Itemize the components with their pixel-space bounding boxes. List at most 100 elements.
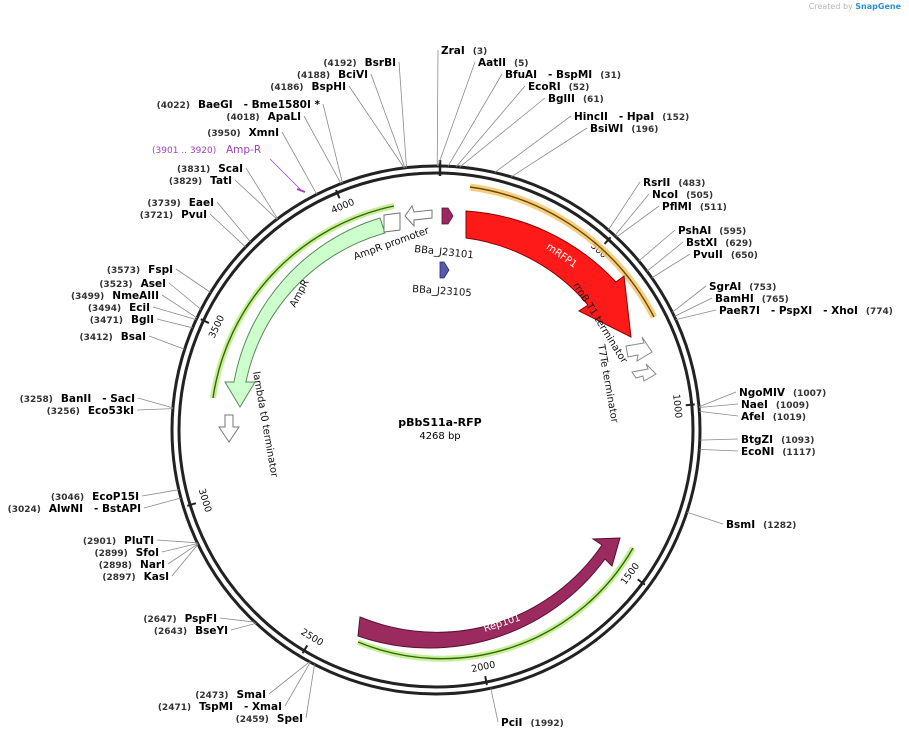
site-label-asei: AseI — [141, 278, 166, 290]
site-pvui[interactable]: (3721)PvuI — [140, 209, 207, 221]
site-baegi[interactable]: (4022)BaeGI - Bme1580I * — [157, 99, 321, 111]
site-hincii[interactable]: HincII - HpaI(152) — [574, 111, 689, 123]
site-bsphi[interactable]: (4186)BspHI — [270, 81, 346, 93]
site-pos-tspmi: (2471) — [158, 703, 191, 713]
site-name-spei: (2459)SpeI — [236, 713, 303, 725]
site-name-ecii: (3494)EciI — [88, 302, 150, 314]
leader-banii — [137, 397, 174, 409]
site-ngomiv[interactable]: NgoMIV(1007) — [739, 387, 826, 399]
tick-label-2000: 2000 — [470, 660, 496, 676]
site-asei[interactable]: (3523)AseI — [99, 278, 166, 290]
site-ecop15i[interactable]: (3046)EcoP15I — [51, 491, 139, 503]
site-bgli[interactable]: (3471)BglI — [90, 314, 154, 326]
site-ncoi[interactable]: NcoI(505) — [652, 189, 713, 201]
feature-bba-j23105[interactable]: BBa_J23105 — [412, 261, 472, 299]
leader-pluti — [156, 539, 198, 544]
site-pspfi[interactable]: (2647)PspFI — [143, 613, 217, 625]
site-scai[interactable]: (3831)ScaI — [177, 163, 243, 175]
site-sfoi[interactable]: (2899)SfoI — [94, 547, 159, 559]
site-bglii[interactable]: BglII(61) — [548, 93, 604, 105]
site-bsai[interactable]: (3412)BsaI — [79, 331, 146, 343]
feature-mrfp1[interactable]: mRFP1 — [465, 183, 658, 338]
site-label-kasi: KasI — [144, 571, 169, 583]
site-pos-ecop15i: (3046) — [51, 493, 84, 503]
site-pos-zrai: (3) — [473, 47, 488, 57]
site-label-bsrbi: BsrBI — [365, 57, 396, 69]
site-pvuii[interactable]: PvuII(650) — [693, 249, 758, 261]
mrfp1-strand-line — [469, 186, 655, 318]
site-label-scai: ScaI — [218, 163, 243, 175]
site-name-econi: EcoNI(1117) — [741, 446, 816, 458]
site-aatii[interactable]: AatII(5) — [478, 57, 529, 69]
site-pos-fspi: (3573) — [107, 266, 140, 276]
feature-rep101[interactable]: Rep101 — [356, 537, 636, 662]
leader-pflmi — [616, 205, 660, 238]
site-name-bseyi: (2643)BseYI — [154, 625, 228, 637]
site-spei[interactable]: (2459)SpeI — [236, 713, 303, 725]
site-zrai[interactable]: ZraI(3) — [441, 45, 487, 57]
site-bsrbi[interactable]: (4192)BsrBI — [323, 57, 396, 69]
tick-4000 — [335, 189, 341, 199]
site-pshai[interactable]: PshAI(595) — [678, 225, 746, 237]
primer-amp-r[interactable]: (3901 .. 3920) Amp-R — [152, 144, 306, 193]
site-name-rsrii: RsrII(483) — [643, 177, 705, 189]
site-pos-ecori: (52) — [569, 83, 590, 93]
site-paer7i[interactable]: PaeR7I - PspXI - XhoI(774) — [719, 305, 893, 317]
site-smai[interactable]: (2473)SmaI — [195, 689, 266, 701]
site-eaei[interactable]: (3739)EaeI — [147, 197, 214, 209]
site-fspi[interactable]: (3573)FspI — [107, 264, 173, 276]
plasmid-name: pBbS11a-RFP — [398, 416, 481, 429]
site-nari[interactable]: (2898)NarI — [99, 559, 165, 571]
site-pos-sgrai: (753) — [749, 283, 776, 293]
site-name-sgrai: SgrAI(753) — [709, 281, 776, 293]
site-name-hincii: HincII - HpaI(152) — [574, 111, 689, 123]
site-rsrii[interactable]: RsrII(483) — [643, 177, 705, 189]
site-econi[interactable]: EcoNI(1117) — [741, 446, 816, 458]
site-btgzi[interactable]: BtgZI(1093) — [741, 434, 814, 446]
site-pluti[interactable]: (2901)PluTI — [83, 535, 154, 547]
primer-amp-r-range: (3901 .. 3920) — [152, 146, 216, 156]
site-bstxi[interactable]: BstXI(629) — [686, 237, 752, 249]
site-kasi[interactable]: (2897)KasI — [102, 571, 169, 583]
leader-spei — [305, 664, 315, 719]
backbone — [170, 164, 702, 696]
site-bsiwi[interactable]: BsiWI(196) — [590, 123, 658, 135]
site-eco53ki[interactable]: (3256)Eco53kI — [47, 405, 134, 417]
site-bcivi[interactable]: (4188)BciVI — [297, 69, 368, 81]
site-name-nmeaiii: (3499)NmeAIII — [71, 290, 159, 302]
site-afei[interactable]: AfeI(1019) — [741, 411, 806, 423]
site-name-pluti: (2901)PluTI — [83, 535, 154, 547]
site-bfuai[interactable]: BfuAI - BspMI(31) — [505, 69, 621, 81]
site-pcii[interactable]: PciI(1992) — [501, 717, 564, 729]
leader-alwni — [143, 497, 182, 509]
leader-pshai — [638, 229, 676, 262]
site-ecori[interactable]: EcoRI(52) — [528, 81, 589, 93]
leader-bgli — [156, 318, 193, 329]
site-name-bamhi: BamHI(765) — [715, 293, 789, 305]
leader-zrai — [436, 49, 439, 167]
site-nmeaiii[interactable]: (3499)NmeAIII — [71, 290, 159, 302]
site-alwni[interactable]: (3024)AlwNI - BstAPI — [8, 503, 141, 515]
site-banii[interactable]: (3258)BanII - SacI — [20, 393, 135, 405]
site-bsmi[interactable]: BsmI(1282) — [726, 519, 796, 531]
site-pos-xmni: (3950) — [207, 129, 240, 139]
site-pos-pshai: (595) — [719, 227, 746, 237]
site-pos-eco53ki: (3256) — [47, 407, 80, 417]
site-naei[interactable]: NaeI(1009) — [741, 399, 809, 411]
site-apali[interactable]: (4018)ApaLI — [226, 111, 301, 123]
site-bseyi[interactable]: (2643)BseYI — [154, 625, 228, 637]
site-tspmi[interactable]: (2471)TspMI - XmaI — [158, 701, 282, 713]
site-sgrai[interactable]: SgrAI(753) — [709, 281, 776, 293]
site-label-sfoi: SfoI — [136, 547, 159, 559]
site-label-nmeaiii: NmeAIII — [112, 290, 159, 302]
bba-j23101-arrow — [441, 207, 454, 225]
site-xmni[interactable]: (3950)XmnI — [207, 127, 279, 139]
site-ecii[interactable]: (3494)EciI — [88, 302, 150, 314]
site-tati[interactable]: (3829)TatI — [169, 175, 232, 187]
site-bamhi[interactable]: BamHI(765) — [715, 293, 789, 305]
ampr-promoter-arrow — [383, 212, 401, 233]
site-pos-pspfi: (2647) — [143, 615, 176, 625]
feature-ampr[interactable]: AmpR — [210, 203, 395, 408]
site-pflmi[interactable]: PflMI(511) — [662, 201, 727, 213]
tick-2000 — [484, 675, 488, 686]
